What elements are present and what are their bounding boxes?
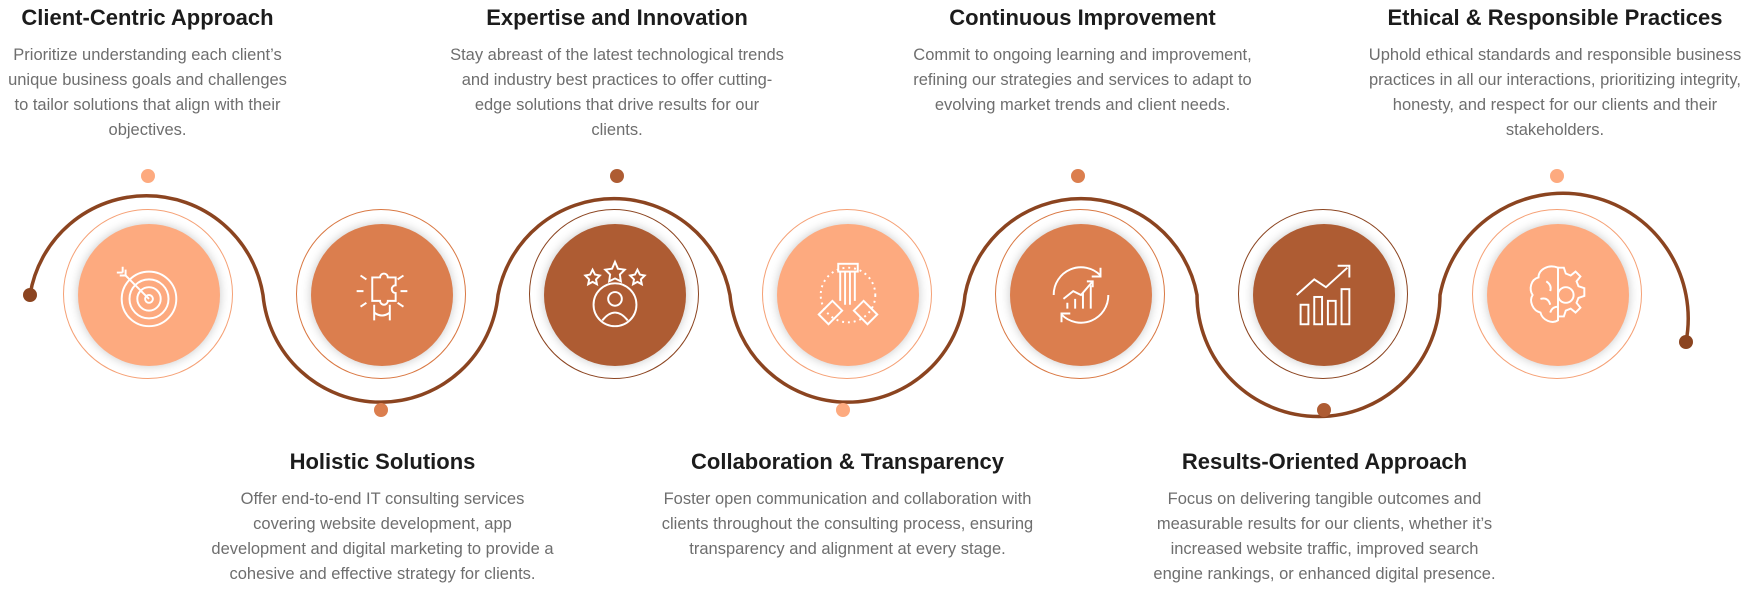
step-circle-1 [63,209,233,379]
growth-cycle-icon [1052,266,1110,324]
step-6-text: Results-Oriented Approach Focus on deliv… [1152,449,1497,587]
step-7-desc: Uphold ethical standards and responsible… [1368,46,1742,139]
step-disc-1 [78,224,220,366]
step-disc-2 [311,224,453,366]
target-icon [116,266,178,328]
step-1-title: Client-Centric Approach [21,5,274,30]
step-disc-7 [1487,224,1629,366]
step-6-desc: Focus on delivering tangible outcomes an… [1153,490,1496,583]
step-7-text: Ethical & Responsible Practices Uphold e… [1365,5,1745,143]
brain-gear-icon [1529,265,1586,323]
timeline-dot [1679,335,1693,349]
step-circle-3 [529,209,699,379]
step-3-text: Expertise and Innovation Stay abreast of… [447,5,787,143]
timeline-dot [1550,169,1564,183]
timeline-dot [610,169,624,183]
step-2-text: Holistic Solutions Offer end-to-end IT c… [210,449,555,587]
step-circle-2 [296,209,466,379]
timeline-dot [23,288,37,302]
puzzle-hand-icon [356,272,408,321]
step-disc-3 [544,224,686,366]
step-disc-5 [1010,224,1152,366]
step-5-desc: Commit to ongoing learning and improveme… [913,46,1252,114]
step-3-title: Expertise and Innovation [486,5,748,30]
star-user-icon [583,259,647,328]
hands-together-icon [817,262,879,326]
step-4-text: Collaboration & Transparency Foster open… [660,449,1035,562]
step-circle-4 [762,209,932,379]
timeline-dot [836,403,850,417]
step-circle-7 [1472,209,1642,379]
step-2-title: Holistic Solutions [289,449,476,474]
step-5-text: Continuous Improvement Commit to ongoing… [905,5,1260,118]
step-circle-6 [1238,209,1408,379]
step-6-title: Results-Oriented Approach [1181,449,1468,474]
timeline-dot [1071,169,1085,183]
step-4-title: Collaboration & Transparency [691,449,1004,474]
step-circle-5 [995,209,1165,379]
bar-chart-arrow-icon [1296,264,1351,326]
timeline-dot [374,403,388,417]
step-2-desc: Offer end-to-end IT consulting services … [211,490,554,583]
step-7-title: Ethical & Responsible Practices [1387,5,1723,30]
timeline-dot [141,169,155,183]
step-5-title: Continuous Improvement [949,5,1216,30]
step-disc-6 [1253,224,1395,366]
timeline-dot [1317,403,1331,417]
step-3-desc: Stay abreast of the latest technological… [450,46,784,139]
step-1-text: Client-Centric Approach Prioritize under… [0,5,295,143]
step-1-desc: Prioritize understanding each client’s u… [8,46,287,139]
step-4-desc: Foster open communication and collaborat… [661,490,1034,558]
step-disc-4 [777,224,919,366]
